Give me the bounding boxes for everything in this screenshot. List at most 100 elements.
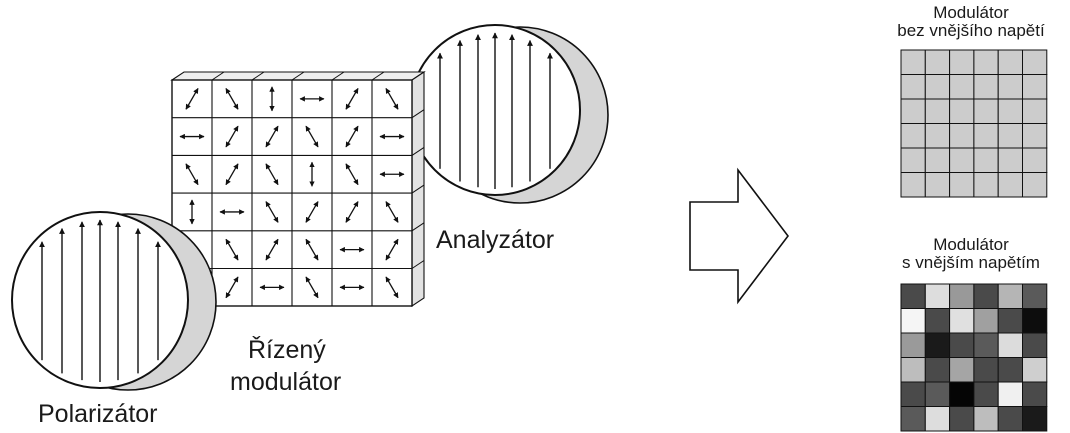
grid-with-voltage-cell-2-0	[900, 332, 926, 358]
grid-with-voltage-cell-1-2	[949, 308, 975, 334]
grid-no-voltage-cell-2-0	[900, 98, 926, 124]
grid-with-voltage-cell-0-2	[949, 283, 975, 309]
grid-no-voltage-cell-5-5	[1022, 172, 1048, 198]
grid-with-voltage-title-line2: s vnějším napětím	[902, 252, 1040, 272]
grid-with-voltage-cell-0-0	[900, 283, 926, 309]
grid-with-voltage-cell-3-1	[924, 357, 951, 383]
modulator-arrow-3-5	[385, 201, 399, 223]
modulator-arrow-3-4	[345, 201, 359, 223]
grid-with-voltage-cell-0-4	[997, 283, 1024, 309]
polarizer-field-lines	[39, 219, 161, 382]
grid-no-voltage-cell-0-0	[900, 49, 926, 75]
modulator-arrow-3-2	[265, 201, 279, 223]
grid-with-voltage-cell-3-4	[997, 357, 1024, 383]
grid-with-voltage-cell-1-5	[1022, 308, 1048, 334]
grid-with-voltage-title: Modulátor s vnějším napětím	[876, 236, 1066, 272]
grid-no-voltage-cell-5-0	[900, 172, 926, 198]
modulator-grid-with-voltage	[900, 283, 1048, 432]
grid-with-voltage-cell-4-3	[973, 381, 999, 407]
polarizer-label: Polarizátor	[38, 400, 158, 428]
grid-with-voltage-cell-2-4	[997, 332, 1024, 358]
modulator-arrow-0-1	[225, 87, 239, 110]
modulator-arrow-4-1	[225, 238, 239, 261]
modulator-top-tick	[251, 71, 265, 81]
modulator-side-tick	[411, 184, 425, 194]
grid-no-voltage-cell-3-3	[973, 123, 999, 149]
grid-with-voltage-cell-5-1	[924, 406, 951, 432]
modulator-arrow-5-3	[305, 276, 319, 299]
grid-no-voltage-cell-4-2	[949, 147, 975, 173]
grid-with-voltage-cell-1-0	[900, 308, 926, 334]
modulator-arrow-0-5	[385, 87, 399, 110]
modulator-top-tick	[291, 71, 305, 81]
modulator-arrow-3-3	[305, 201, 319, 223]
grid-no-voltage-cell-3-2	[949, 123, 975, 149]
transition-arrow-icon	[689, 167, 790, 305]
grid-no-voltage-cell-0-1	[924, 49, 951, 75]
modulator-side-tick	[411, 146, 425, 156]
modulator-arrow-0-0	[185, 87, 199, 110]
modulator-arrow-2-2	[265, 163, 279, 186]
grid-no-voltage-cell-0-4	[997, 49, 1024, 75]
grid-no-voltage-cell-1-4	[997, 74, 1024, 100]
modulator-arrow-5-1	[225, 276, 239, 299]
grid-no-voltage-cell-2-3	[973, 98, 999, 124]
grid-no-voltage-cell-0-5	[1022, 49, 1048, 75]
grid-no-voltage-cell-1-5	[1022, 74, 1048, 100]
grid-no-voltage-cell-5-1	[924, 172, 951, 198]
grid-with-voltage-cell-3-3	[973, 357, 999, 383]
grid-no-voltage-cell-3-5	[1022, 123, 1048, 149]
grid-with-voltage-cell-0-3	[973, 283, 999, 309]
modulator-top-tick	[371, 71, 385, 81]
modulator-arrow-2-4	[345, 163, 359, 186]
modulator-arrows	[179, 86, 405, 299]
grid-no-voltage-cell-0-3	[973, 49, 999, 75]
modulator-arrow-1-1	[225, 125, 239, 148]
grid-with-voltage-cell-3-5	[1022, 357, 1048, 383]
modulator-arrow-5-5	[385, 276, 399, 299]
modulator-arrow-2-0	[185, 163, 199, 186]
grid-with-voltage-cell-4-1	[924, 381, 951, 407]
modulator-block	[170, 70, 426, 308]
grid-with-voltage-cell-1-4	[997, 308, 1024, 334]
modulator-grid	[172, 71, 425, 307]
grid-with-voltage-cell-2-5	[1022, 332, 1048, 358]
grid-no-voltage-title-line2: bez vnějšího napětí	[897, 20, 1045, 40]
modulator-arrow-1-4	[345, 125, 359, 148]
modulator-label-line1: Řízený	[248, 336, 326, 364]
grid-no-voltage-cell-5-4	[997, 172, 1024, 198]
grid-with-voltage-cell-5-4	[997, 406, 1024, 432]
modulator-arrow-1-3	[305, 125, 319, 148]
grid-with-voltage-cell-1-3	[973, 308, 999, 334]
grid-with-voltage-cell-5-3	[973, 406, 999, 432]
modulator-top-tick	[331, 71, 345, 81]
modulator-arrow-4-5	[385, 238, 399, 261]
grid-with-voltage-cell-5-5	[1022, 406, 1048, 432]
grid-with-voltage-cell-3-0	[900, 357, 926, 383]
modulator-side-tick	[411, 260, 425, 269]
grid-no-voltage-cell-4-3	[973, 147, 999, 173]
grid-no-voltage-cell-0-2	[949, 49, 975, 75]
grid-with-voltage-cell-4-0	[900, 381, 926, 407]
grid-no-voltage-cell-3-0	[900, 123, 926, 149]
grid-no-voltage-title: Modulátor bez vnějšího napětí	[876, 4, 1066, 40]
grid-no-voltage-cell-4-4	[997, 147, 1024, 173]
grid-with-voltage-cell-5-2	[949, 406, 975, 432]
grid-no-voltage-cell-4-5	[1022, 147, 1048, 173]
modulator-arrow-1-2	[265, 125, 279, 148]
modulator-side-tick	[411, 222, 425, 232]
modulator-arrow-4-2	[265, 238, 279, 261]
analyzer-label: Analyzátor	[436, 226, 555, 254]
grid-with-voltage-cell-5-0	[900, 406, 926, 432]
grid-no-voltage-cell-2-1	[924, 98, 951, 124]
grid-with-voltage-cell-4-2	[949, 381, 975, 407]
grid-with-voltage-cell-0-1	[924, 283, 951, 309]
grid-no-voltage-cell-2-4	[997, 98, 1024, 124]
grid-no-voltage-cell-2-2	[949, 98, 975, 124]
grid-no-voltage-cell-1-1	[924, 74, 951, 100]
modulator-top-tick	[211, 71, 225, 81]
grid-no-voltage-title-line1: Modulátor	[933, 3, 1009, 22]
grid-no-voltage-cell-3-1	[924, 123, 951, 149]
grid-with-voltage-cell-4-4	[997, 381, 1024, 407]
grid-with-voltage-cell-2-2	[949, 332, 975, 358]
